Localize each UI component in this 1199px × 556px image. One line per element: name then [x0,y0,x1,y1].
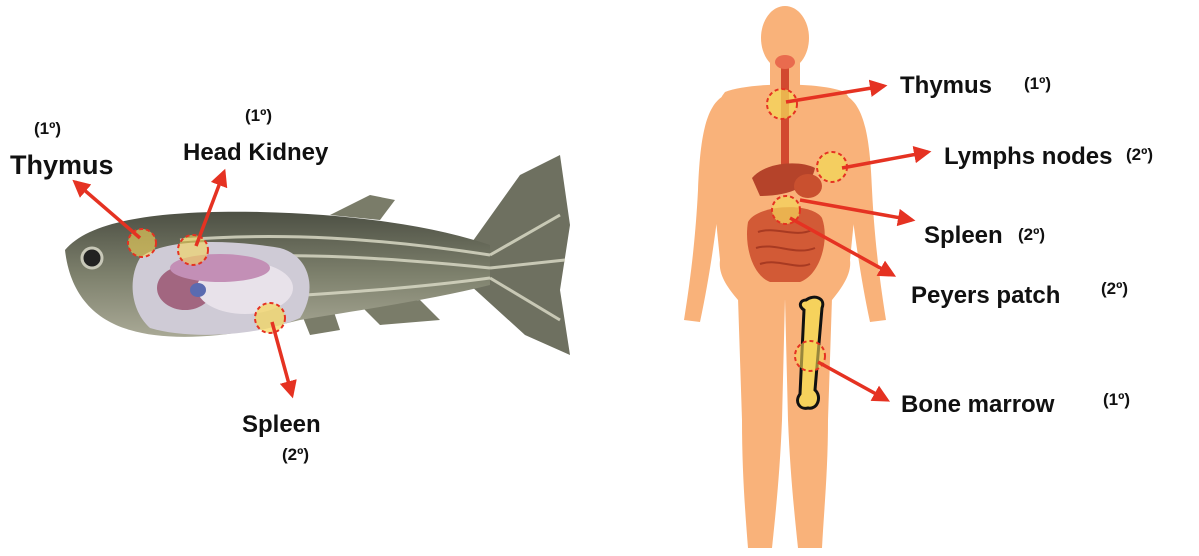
human-stomach [794,174,822,198]
fish-spleen-order: (2º) [282,446,309,463]
fish-gallbladder [190,283,206,297]
fish-thymus-order: (1º) [34,120,61,137]
fish-eye [82,248,102,268]
human-thymus-marker [767,89,797,119]
fish-head-kidney-order: (1º) [245,107,272,124]
human-peyers-patch-label: Peyers patch [911,284,1060,308]
human-lymph-nodes-order: (2º) [1126,146,1153,163]
human-left-leg [738,298,785,548]
human-lymph-nodes-label: Lymphs nodes [944,145,1112,169]
human-bone-marrow-order: (1º) [1103,391,1130,408]
fish-thymus-label: Thymus [10,152,114,179]
fish-dorsal-fin [330,195,395,220]
human-spleen-label: Spleen [924,224,1003,248]
human-bone-marrow-marker [795,341,825,371]
fish-spleen-label: Spleen [242,413,321,437]
fish-spleen-marker [255,303,285,333]
human-spleen-order: (2º) [1018,226,1045,243]
fish-spleen-arrow [272,322,292,395]
human-peyers-patch-order: (2º) [1101,280,1128,297]
human-mouth-area [775,55,795,69]
human-bone-marrow-label: Bone marrow [901,393,1054,417]
fish-head-kidney-label: Head Kidney [183,141,328,165]
fish-head-kidney-marker [178,235,208,265]
human-thymus-order: (1º) [1024,75,1051,92]
human-thymus-label: Thymus [900,74,992,98]
